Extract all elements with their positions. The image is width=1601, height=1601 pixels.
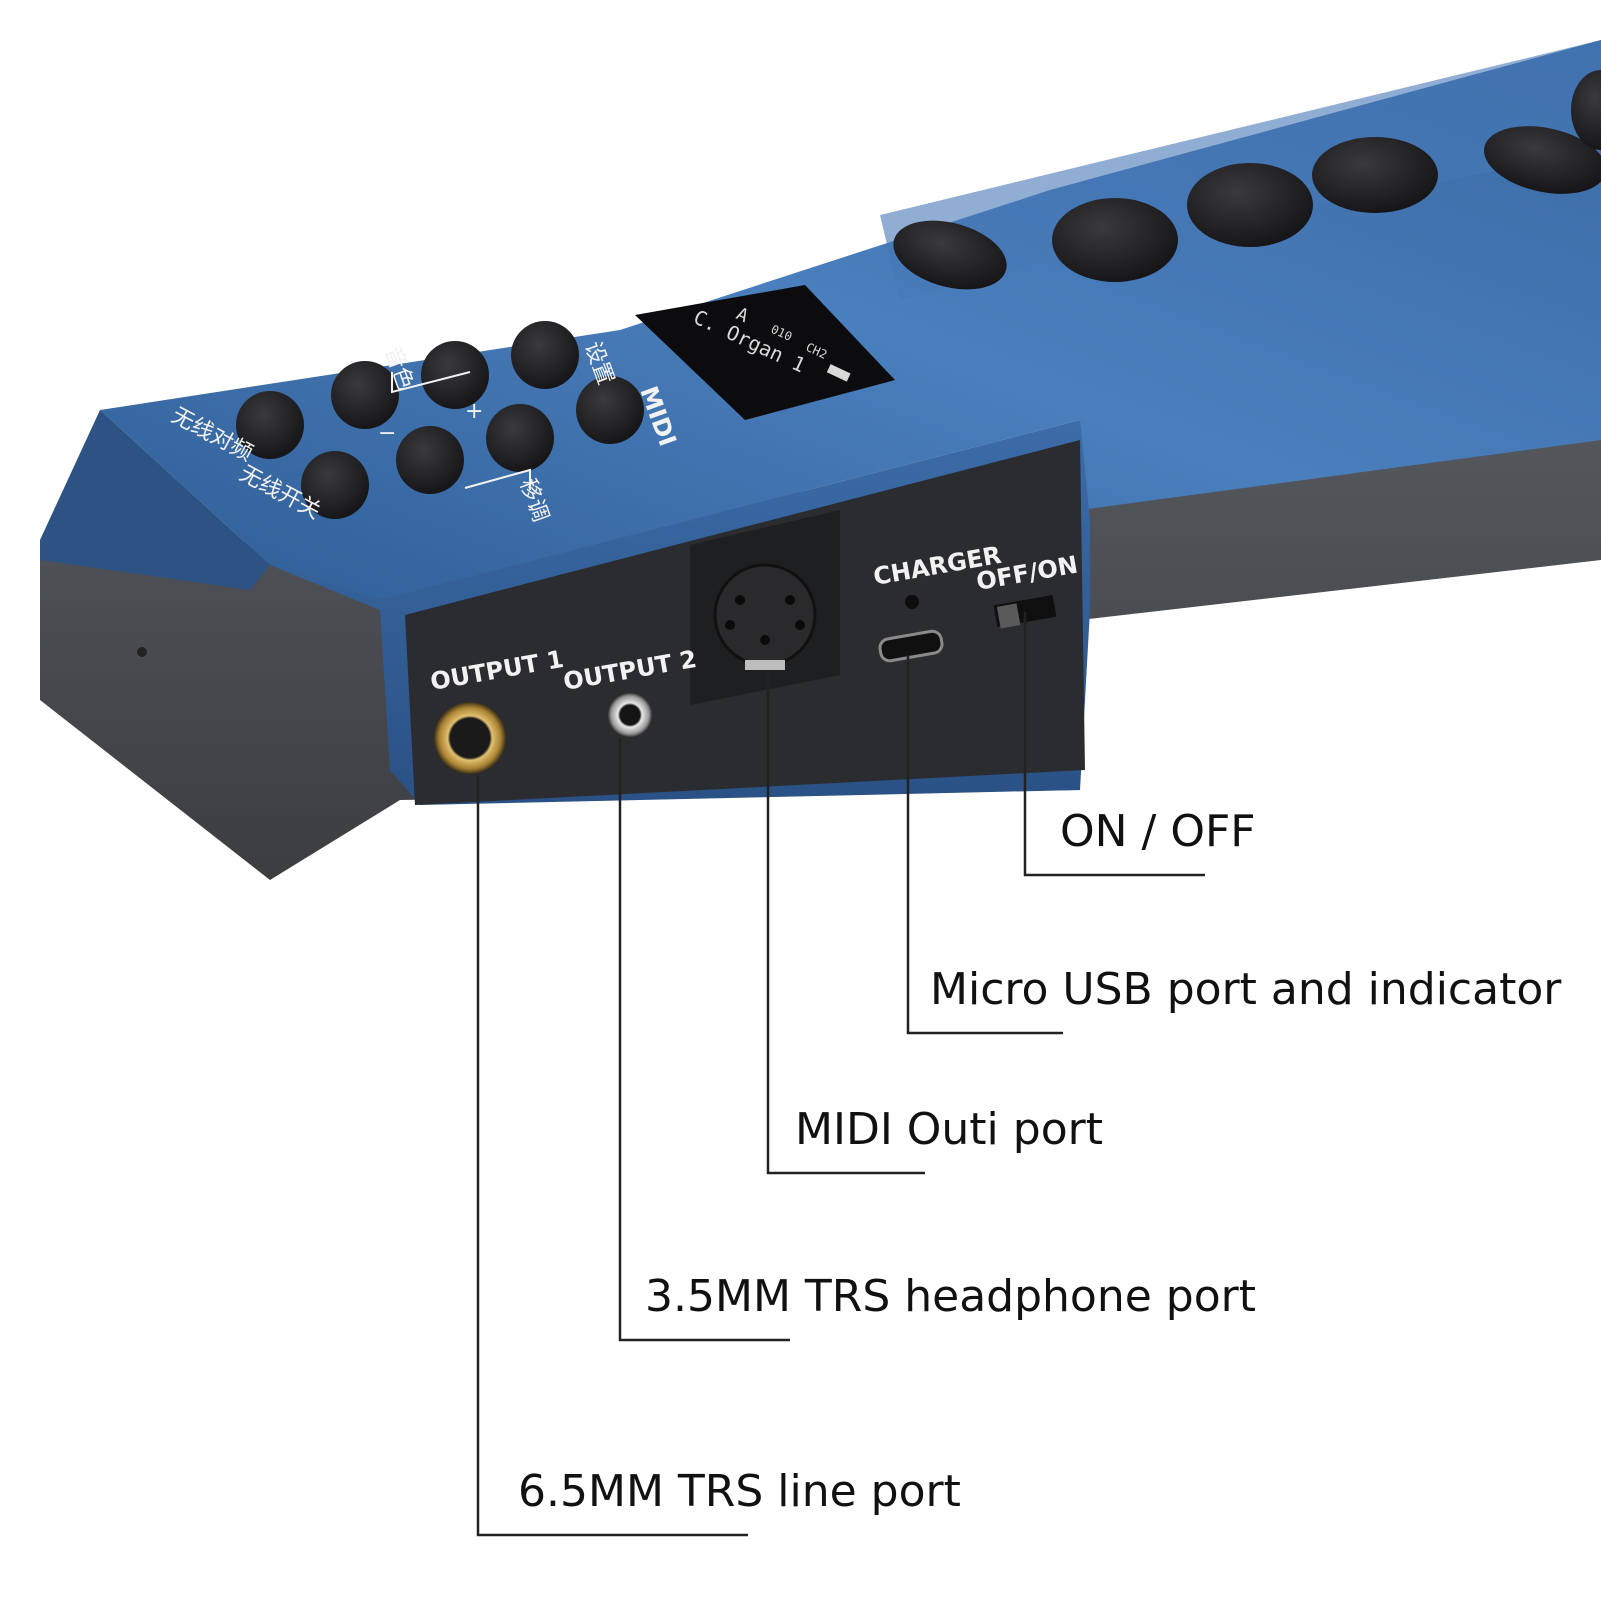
device-end-cap (40, 410, 270, 590)
leader-line-port (476, 775, 748, 1537)
callout-headphone: 3.5MM TRS headphone port (645, 1271, 1256, 1322)
oled-display: A 010 CH2 C. Organ 1 (635, 285, 895, 420)
midi-din-port[interactable] (713, 563, 817, 670)
midi-button[interactable] (576, 376, 644, 444)
callout-on-off: ON / OFF (1060, 806, 1256, 857)
key-button[interactable] (1187, 163, 1313, 247)
key-button[interactable] (1312, 137, 1438, 213)
key-button[interactable] (1571, 70, 1601, 150)
wireless-switch-button[interactable] (301, 451, 369, 519)
leader-on-off (1023, 612, 1205, 877)
minus-button[interactable] (396, 426, 464, 494)
leader-midi-out (766, 670, 925, 1175)
wireless-pair-button[interactable] (236, 391, 304, 459)
leader-micro-usb (906, 655, 1063, 1035)
key-button[interactable] (1052, 198, 1178, 282)
key-buttons (886, 70, 1601, 301)
label-minus: − (378, 421, 396, 446)
key-button[interactable] (1478, 116, 1601, 204)
leader-headphone (618, 738, 790, 1342)
callout-line-port: 6.5MM TRS line port (518, 1466, 961, 1517)
key-button[interactable] (886, 209, 1015, 301)
charger-indicator (905, 595, 919, 609)
line-port-jack[interactable] (434, 702, 506, 774)
label-plus: + (465, 399, 483, 424)
headphone-port-jack[interactable] (608, 693, 652, 737)
micro-usb-port[interactable] (878, 629, 944, 663)
callout-midi-out: MIDI Outi port (795, 1104, 1103, 1155)
settings-button[interactable] (511, 321, 579, 389)
transpose-button[interactable] (486, 404, 554, 472)
tone-button[interactable] (331, 361, 399, 429)
callout-micro-usb: Micro USB port and indicator (930, 964, 1562, 1015)
control-buttons (236, 321, 644, 519)
